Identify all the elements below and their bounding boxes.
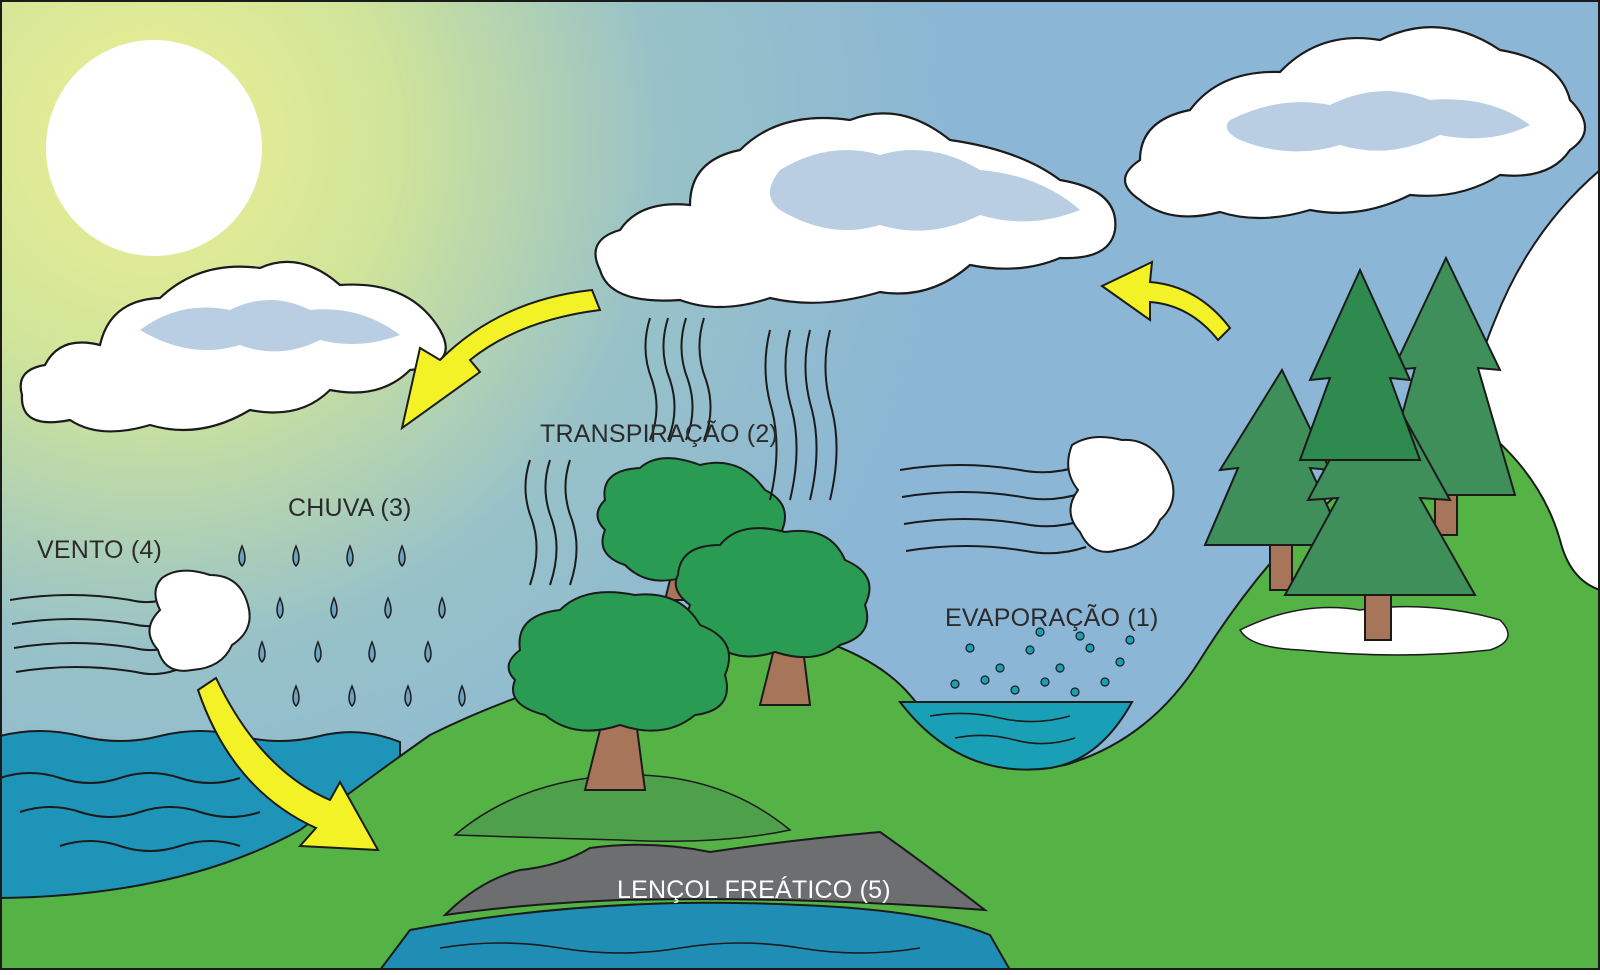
sea-waves — [0, 772, 261, 852]
vapor-icon — [148, 569, 251, 672]
vapor-icon — [950, 627, 1135, 697]
lake — [897, 701, 1134, 771]
label-lencol-freatico: LENÇOL FREÁTICO (5) — [617, 876, 891, 904]
sun-icon — [46, 40, 262, 256]
vapor-icon — [1067, 435, 1175, 553]
pine-tree-icon — [1283, 367, 1477, 641]
cloud-icon — [1123, 26, 1586, 220]
groundwater-ripples — [439, 942, 921, 954]
lake-ripples — [929, 712, 1076, 745]
vapor-icon — [524, 317, 838, 586]
cloud-icon — [594, 112, 1117, 309]
label-transpiracao: TRANSPIRAÇÃO (2) — [540, 420, 778, 448]
wind-icon — [899, 464, 1087, 555]
arrow-icon — [1100, 260, 1232, 342]
mound — [453, 774, 792, 842]
rock-layer — [442, 830, 989, 917]
arrow-icon — [196, 676, 380, 852]
label-evaporacao: EVAPORAÇÃO (1) — [945, 604, 1159, 632]
label-vento: VENTO (4) — [37, 536, 162, 564]
arrow-icon — [400, 288, 602, 431]
pine-tree-icon — [1298, 267, 1422, 461]
label-chuva: CHUVA (3) — [288, 494, 412, 522]
raindrop-icon — [238, 544, 466, 708]
cloud-icon — [19, 260, 447, 433]
tree-icon — [507, 591, 730, 791]
